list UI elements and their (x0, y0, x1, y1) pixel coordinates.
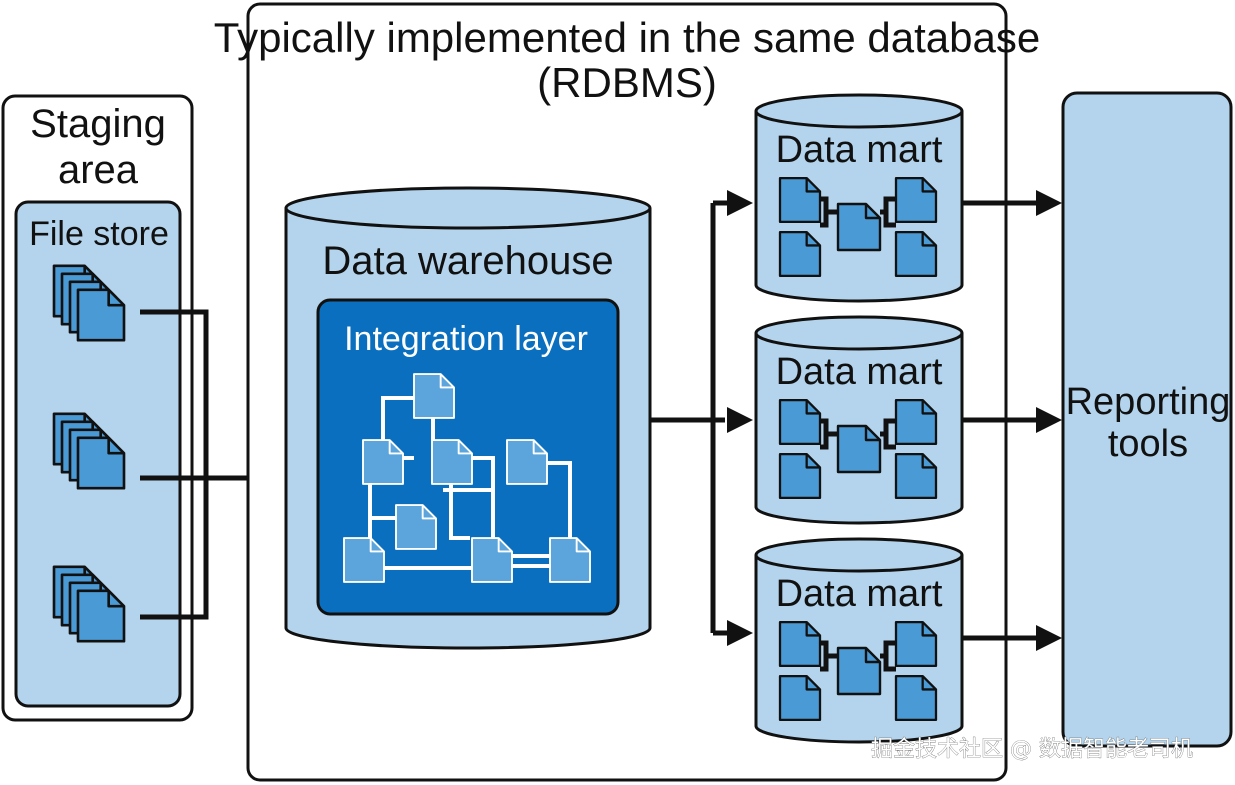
watermark-text: 掘金技术社区 @ 数据智能老司机 (871, 737, 1193, 762)
integration-doc-icon (362, 439, 404, 485)
marts-to-reporting-connectors (962, 200, 1040, 641)
integration-doc-icon (431, 439, 473, 485)
data-mart-label: Data mart (776, 129, 943, 171)
staging-title-line1: Staging (30, 102, 166, 146)
integration-doc-icon (413, 373, 455, 419)
rdbms-title-line1: Typically implemented in the same databa… (214, 14, 1040, 61)
reporting-label-line1: Reporting (1066, 381, 1231, 423)
integration-doc-icon (471, 537, 513, 583)
staging-area: Staging area File store (1, 94, 194, 722)
integration-doc-icon (343, 537, 385, 583)
staging-title-line2: area (58, 148, 139, 192)
arrow-to-reporting-2 (1036, 407, 1062, 433)
integration-layer-label: Integration layer (344, 320, 588, 358)
data-warehouse: Data warehouse Integration layer (284, 186, 652, 650)
data-mart-3: Data mart (754, 537, 964, 744)
reporting-tools: Reporting tools (1061, 91, 1233, 748)
integration-doc-icon (506, 439, 548, 485)
arrow-to-reporting-3 (1036, 625, 1062, 651)
data-warehouse-label: Data warehouse (322, 239, 613, 283)
arrow-to-mart-2 (727, 407, 753, 433)
integration-links (368, 396, 572, 570)
data-mart-label: Data mart (776, 351, 943, 393)
data-mart-label: Data mart (776, 573, 943, 615)
file-store-label: File store (29, 215, 169, 253)
rdbms-title-line2: (RDBMS) (537, 59, 717, 106)
data-mart-1: Data mart (754, 93, 964, 303)
reporting-label-line2: tools (1108, 423, 1188, 465)
data-mart-2: Data mart (754, 315, 964, 525)
integration-doc-icon (395, 504, 437, 550)
integration-layer: Integration layer (316, 298, 620, 616)
arrow-to-mart-1 (727, 190, 753, 216)
integration-doc-icon (549, 537, 591, 583)
arrow-to-reporting-1 (1036, 190, 1062, 216)
arrow-to-mart-3 (727, 620, 753, 646)
file-store: File store (14, 200, 182, 708)
